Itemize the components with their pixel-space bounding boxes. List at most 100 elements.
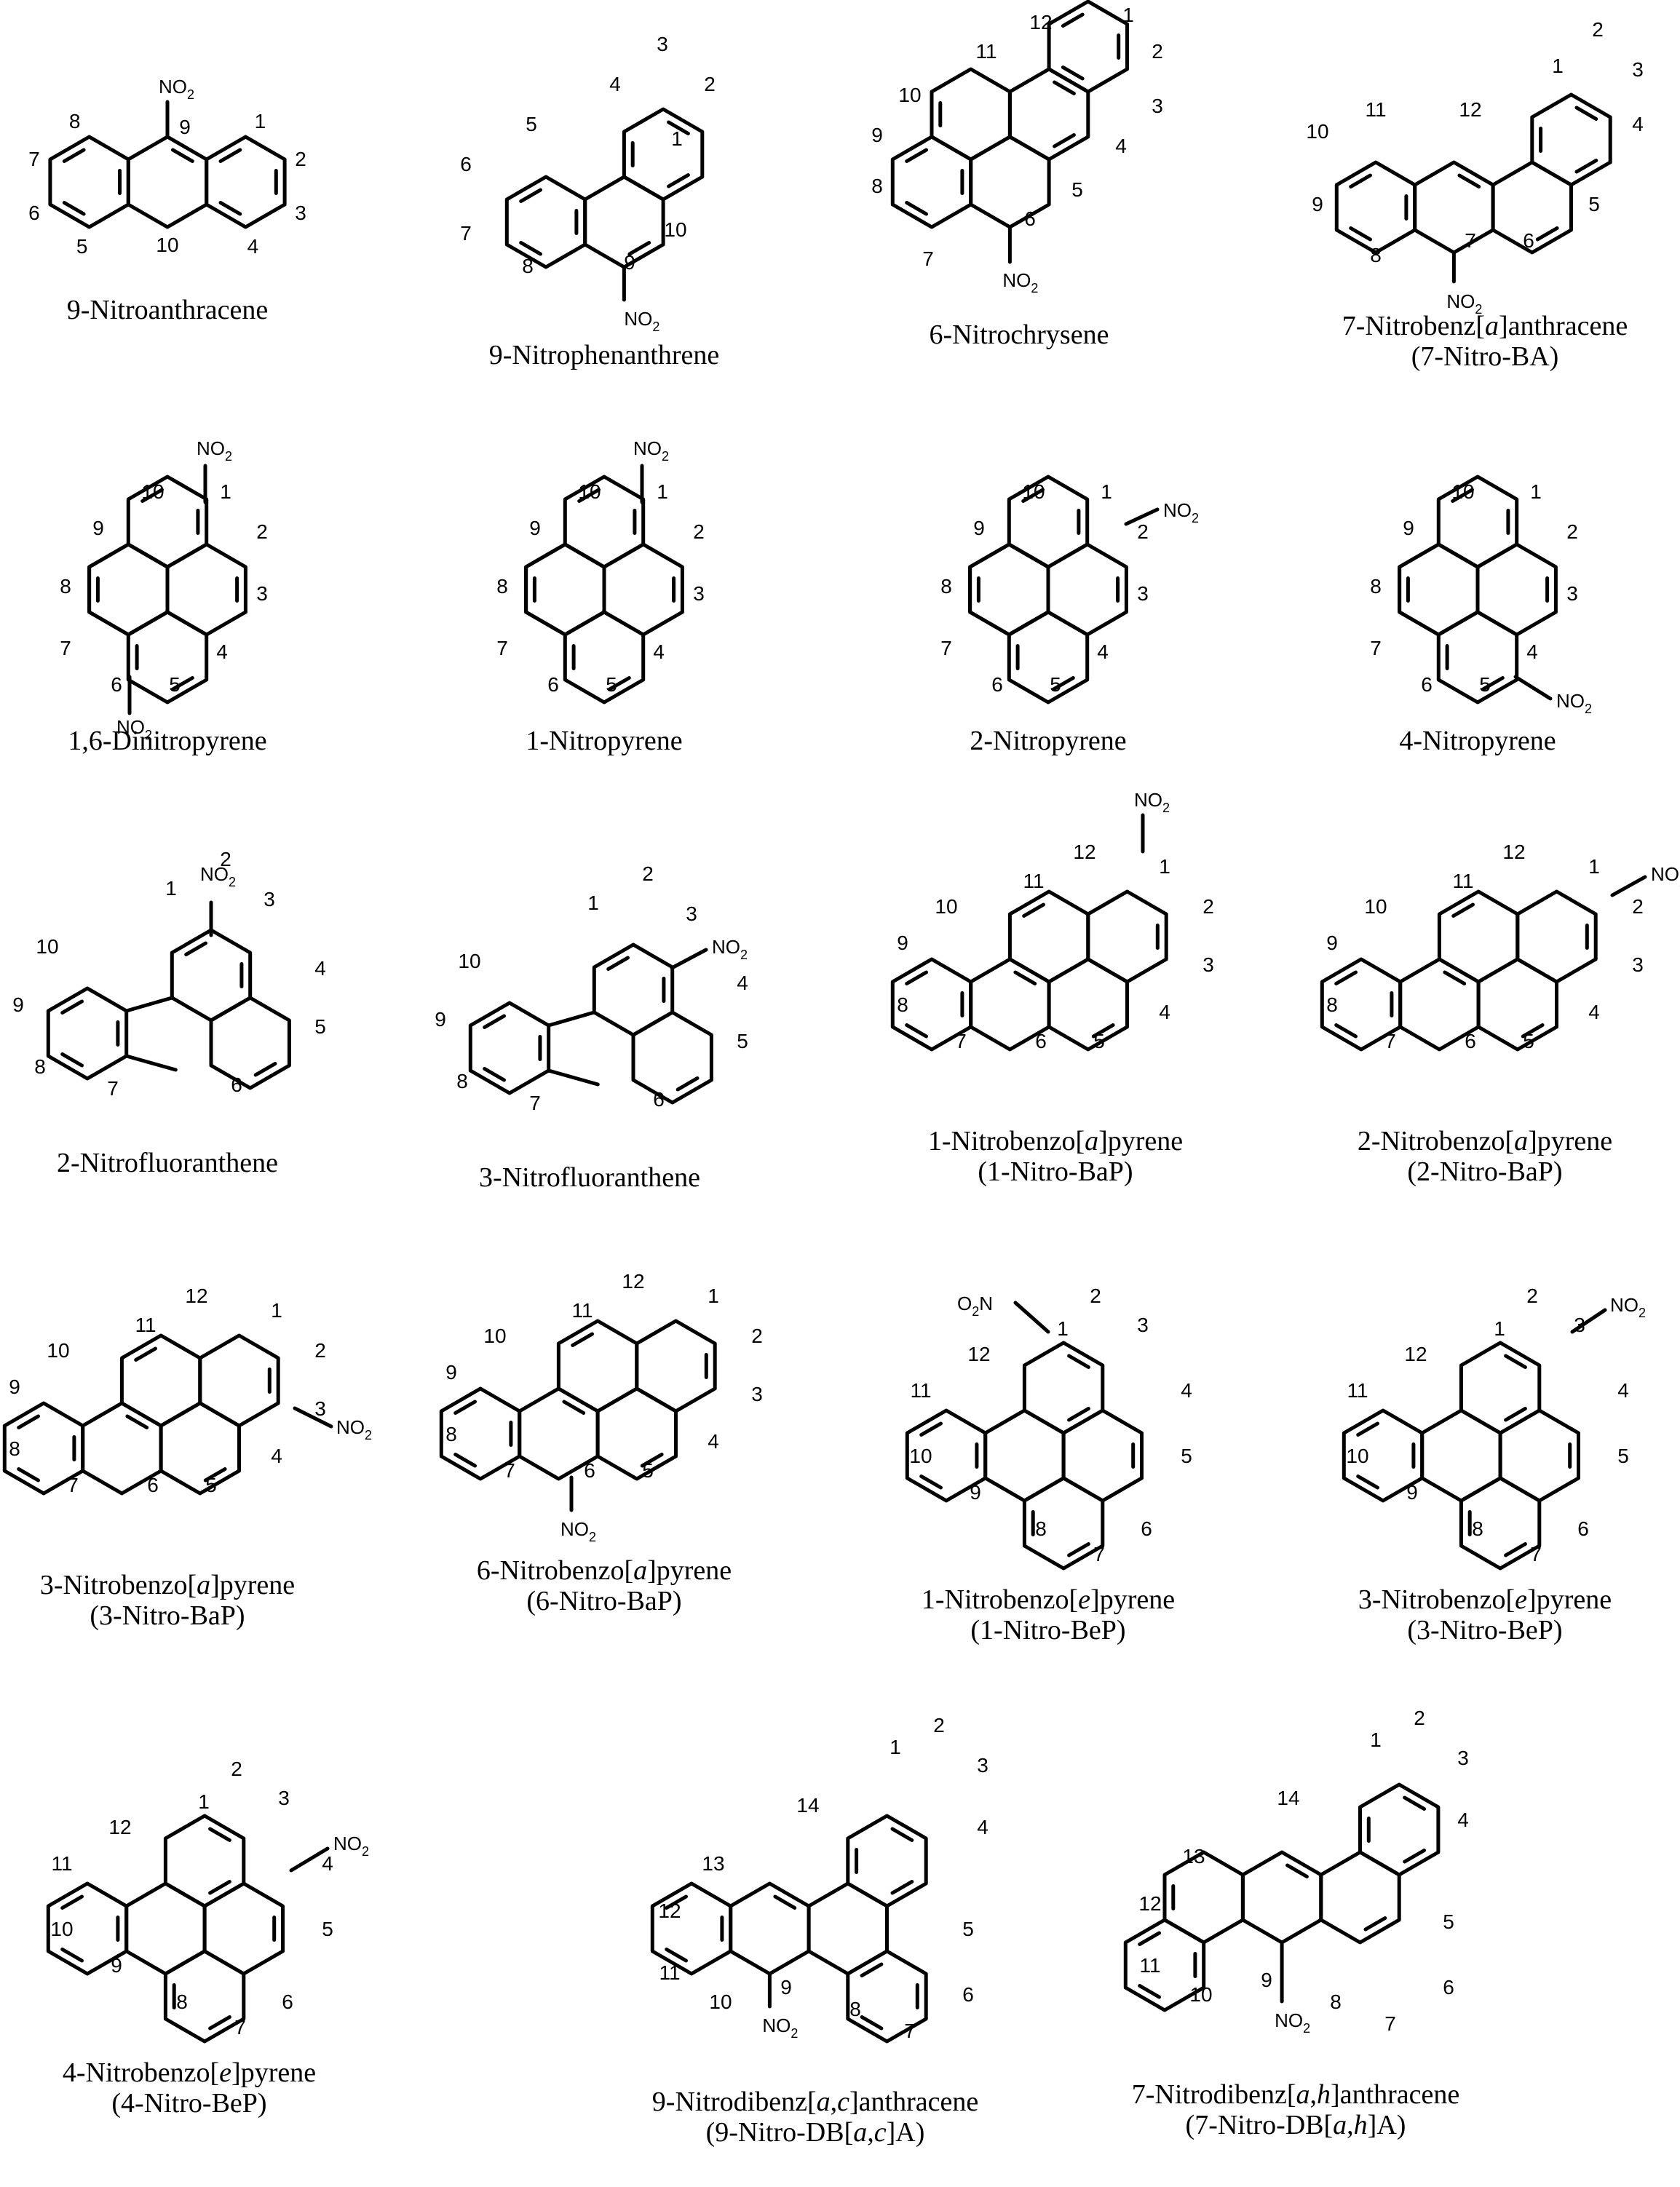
atom-number-label: 9 [529, 517, 541, 539]
atom-number-label: 7 [504, 1459, 515, 1482]
atom-number-label: 10 [935, 895, 957, 918]
atom-number-label: 3 [295, 202, 306, 224]
atom-number-label: 1 [198, 1790, 210, 1813]
atom-number-label: 6 [1035, 1030, 1047, 1052]
compound-caption: 2-Nitropyrene [970, 726, 1126, 756]
atom-number-label: 7 [1093, 1543, 1105, 1565]
compound-caption: 6-Nitrobenzo[a]pyrene [477, 1555, 732, 1586]
atom-number-label: 9 [1312, 193, 1323, 215]
atom-number-label: 10 [1451, 480, 1474, 503]
compound-caption: (2-Nitro-BaP) [1407, 1156, 1562, 1187]
atom-number-label: 2 [1202, 895, 1214, 918]
atom-number-label: 12 [967, 1343, 990, 1365]
atom-number-label: 9 [624, 251, 635, 274]
compound-caption: (7-Nitro-DB[a,h]A) [1186, 2110, 1406, 2140]
atom-number-label: 2 [1592, 18, 1604, 41]
atom-number-label: 4 [1617, 1379, 1629, 1402]
compound-structure: NO21234567891011123-Nitrobenzo[e]pyrene(… [1342, 1285, 1646, 1646]
atom-number-label: 3 [977, 1754, 988, 1777]
atom-number-label: 3 [1457, 1747, 1469, 1769]
atom-number-label: 12 [622, 1270, 644, 1293]
atom-number-label: 2 [1526, 1285, 1538, 1307]
atom-number-label: 6 [991, 673, 1003, 696]
atom-number-label: 1 [220, 480, 231, 503]
atom-number-label: 2 [314, 1339, 326, 1362]
atom-number-label: 2 [693, 520, 705, 543]
atom-number-label: 3 [1202, 953, 1214, 976]
atom-number-label: 8 [1370, 575, 1382, 598]
atom-number-label: 2 [1566, 520, 1578, 543]
atom-number-label: 5 [737, 1030, 748, 1052]
atom-number-label: 8 [1326, 993, 1338, 1016]
atom-number-label: 1 [708, 1285, 719, 1307]
atom-number-label: 4 [314, 957, 326, 980]
compound-caption: 1-Nitrobenzo[a]pyrene [928, 1126, 1183, 1156]
atom-number-label: 7 [60, 637, 71, 659]
atom-number-label: 8 [1472, 1517, 1483, 1540]
atom-number-label: 14 [796, 1794, 819, 1817]
atom-number-label: 7 [922, 247, 934, 270]
atom-number-label: 6 [1465, 1030, 1476, 1052]
atom-number-label: 10 [1022, 480, 1045, 503]
compound-caption: 1-Nitrobenzo[e]pyrene [922, 1584, 1175, 1615]
atom-number-label: 3 [256, 582, 268, 605]
atom-number-label: 2 [704, 73, 716, 95]
nitro-group-label: NO2 [333, 1833, 369, 1859]
atom-number-label: 3 [1137, 1314, 1149, 1336]
atom-number-label: 3 [693, 582, 705, 605]
atom-number-label: 1 [1057, 1317, 1069, 1340]
atom-number-label: 1 [1101, 480, 1112, 503]
atom-number-label: 3 [1137, 582, 1149, 605]
compound-caption: 4-Nitrobenzo[e]pyrene [63, 2057, 316, 2088]
compound-structure: NO21234567891011122-Nitrobenzo[a]pyrene(… [1320, 841, 1680, 1187]
compound-caption: (1-Nitro-BaP) [978, 1156, 1133, 1187]
atom-number-label: 10 [898, 84, 921, 106]
atom-number-label: 11 [1023, 870, 1044, 892]
atom-number-label: 9 [111, 1954, 122, 1977]
nitro-group-label: NO2 [762, 2015, 798, 2041]
atom-number-label: 10 [156, 234, 178, 256]
nitro-group-label: NO2 [712, 936, 748, 962]
atom-number-label: 6 [1443, 1976, 1454, 1999]
atom-number-label: 2 [1090, 1285, 1101, 1307]
nitro-group-label: NO2 [1610, 1294, 1646, 1320]
atom-number-label: 12 [1502, 841, 1525, 863]
atom-number-label: 2 [256, 520, 268, 543]
atom-number-label: 1 [1159, 855, 1170, 878]
atom-number-label: 8 [897, 993, 908, 1016]
atom-number-label: 8 [1370, 244, 1382, 266]
atom-number-label: 7 [460, 222, 472, 245]
atom-number-label: 9 [1326, 932, 1338, 954]
atom-number-label: 3 [314, 1397, 326, 1420]
nitro-group-label: NO2 [1556, 690, 1592, 716]
atom-number-label: 13 [702, 1852, 724, 1875]
nitro-group-label: NO2 [560, 1518, 596, 1544]
atom-number-label: 2 [1632, 895, 1644, 918]
compound-caption: (3-Nitro-BeP) [1407, 1615, 1562, 1646]
nitro-group-label: NO2 [624, 308, 659, 334]
atom-number-label: 2 [751, 1325, 763, 1347]
nitro-group-label: NO2 [1651, 863, 1680, 889]
atom-number-label: 9 [445, 1361, 457, 1384]
atom-number-label: 4 [609, 73, 621, 95]
compound-caption: 3-Nitrobenzo[e]pyrene [1358, 1584, 1612, 1615]
atom-number-label: 4 [1632, 113, 1644, 135]
compound-caption: (3-Nitro-BaP) [90, 1600, 245, 1631]
atom-number-label: 1 [671, 127, 683, 150]
atom-number-label: 5 [1617, 1445, 1629, 1467]
atom-number-label: 6 [1421, 673, 1433, 696]
atom-number-label: 12 [1029, 11, 1052, 33]
atom-number-label: 7 [234, 2016, 246, 2039]
atom-number-label: 7 [67, 1474, 79, 1496]
atom-number-label: 7 [1465, 229, 1476, 252]
atom-number-label: 3 [1574, 1314, 1585, 1336]
atom-number-label: 3 [751, 1383, 763, 1405]
atom-number-label: 11 [571, 1299, 593, 1322]
atom-number-label: 10 [1189, 1983, 1212, 2006]
atom-number-label: 6 [282, 1990, 293, 2013]
atom-number-label: 1 [255, 110, 266, 132]
